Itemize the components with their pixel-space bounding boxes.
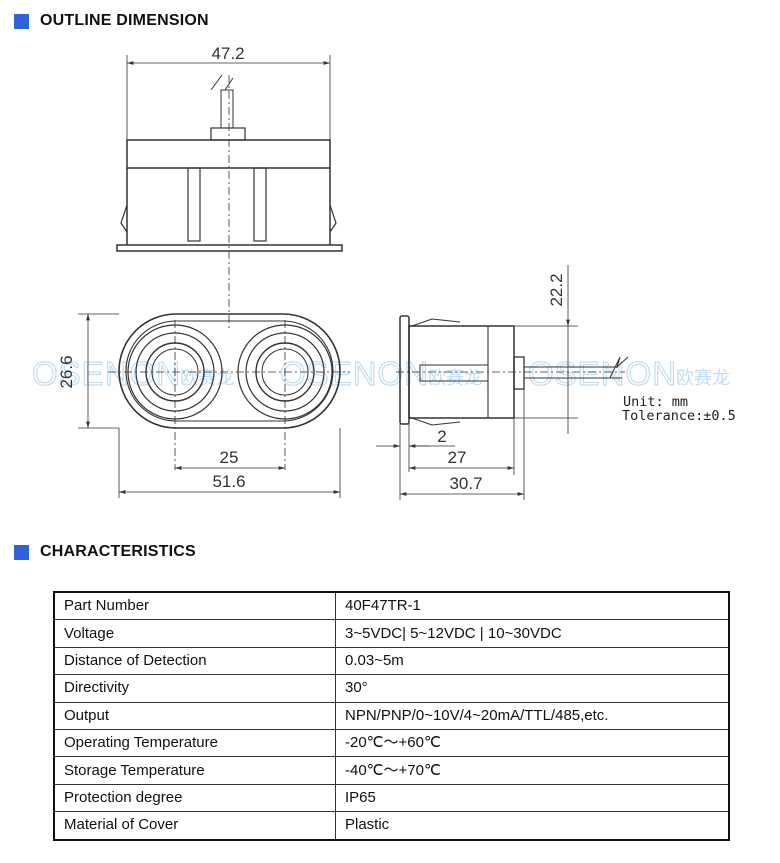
dim-body-length: 27 <box>448 448 467 467</box>
watermark-brand-3: OSENON <box>528 355 677 392</box>
param-cell: Distance of Detection <box>53 646 336 676</box>
outline-dimension-drawing: OSENON 欧赛龙 OSENON 欧赛龙 OSENON 欧赛龙 47.2 <box>31 44 736 500</box>
watermark-brand-cn-2: 欧赛龙 <box>428 368 482 389</box>
param-cell: Output <box>53 701 336 730</box>
value-cell: Plastic <box>335 811 730 841</box>
value-cell: IP65 <box>335 783 730 813</box>
param-cell: Storage Temperature <box>53 756 336 785</box>
table-row: Voltage 3~5VDC| 5~12VDC | 10~30VDC <box>53 619 730 648</box>
value-cell: NPN/PNP/0~10V/4~20mA/TTL/485,etc. <box>335 701 730 730</box>
value-cell: -20℃～+60℃ <box>335 728 730 758</box>
outline-dimension-header: OUTLINE DIMENSION <box>14 12 209 30</box>
param-cell: Material of Cover <box>53 811 336 841</box>
watermark-brand-cn-3: 欧赛龙 <box>676 368 730 389</box>
outline-dimension-title: OUTLINE DIMENSION <box>40 12 209 29</box>
value-cell: 0.03~5m <box>335 646 730 676</box>
dim-front-width: 51.6 <box>212 472 245 491</box>
table-row: Material of Cover Plastic <box>53 811 730 841</box>
tolerance-label: Tolerance:±0.5 <box>622 408 736 424</box>
side-view <box>376 265 629 500</box>
characteristics-header: CHARACTERISTICS <box>14 543 196 561</box>
blue-square-bullet-icon <box>14 13 29 29</box>
table-row: Part Number 40F47TR-1 <box>53 591 730 621</box>
characteristics-table: Part Number 40F47TR-1 Voltage 3~5VDC| 5~… <box>53 591 730 841</box>
value-cell: 40F47TR-1 <box>335 591 730 621</box>
table-row: Output NPN/PNP/0~10V/4~20mA/TTL/485,etc. <box>53 701 730 730</box>
param-cell: Part Number <box>53 591 336 621</box>
value-cell: 3~5VDC| 5~12VDC | 10~30VDC <box>335 619 730 648</box>
param-cell: Directivity <box>53 674 336 703</box>
watermark-brand-1: OSENON <box>32 355 181 392</box>
front-view <box>78 313 350 498</box>
value-cell: 30° <box>335 674 730 703</box>
dim-flange: 2 <box>437 427 446 446</box>
top-view <box>116 55 343 330</box>
dim-total-length: 30.7 <box>449 474 482 493</box>
table-row: Protection degree IP65 <box>53 783 730 813</box>
param-cell: Protection degree <box>53 783 336 813</box>
characteristics-title: CHARACTERISTICS <box>40 543 196 560</box>
blue-square-bullet-icon <box>14 544 29 560</box>
watermark-brand-cn-1: 欧赛龙 <box>180 368 234 389</box>
table-row: Distance of Detection 0.03~5m <box>53 646 730 676</box>
param-cell: Operating Temperature <box>53 728 336 758</box>
dim-front-height: 26.6 <box>57 355 76 388</box>
table-row: Storage Temperature -40℃～+70℃ <box>53 756 730 785</box>
dim-side-height: 22.2 <box>547 273 566 306</box>
table-row: Operating Temperature -20℃～+60℃ <box>53 728 730 758</box>
value-cell: -40℃～+70℃ <box>335 756 730 785</box>
dim-top-width: 47.2 <box>211 44 244 63</box>
param-cell: Voltage <box>53 619 336 648</box>
dim-center-distance: 25 <box>220 448 239 467</box>
watermark-brand-2: OSENON <box>280 355 429 392</box>
watermark: OSENON 欧赛龙 OSENON 欧赛龙 OSENON 欧赛龙 <box>31 354 730 392</box>
table-row: Directivity 30° <box>53 674 730 703</box>
unit-label: Unit: mm <box>623 394 688 410</box>
